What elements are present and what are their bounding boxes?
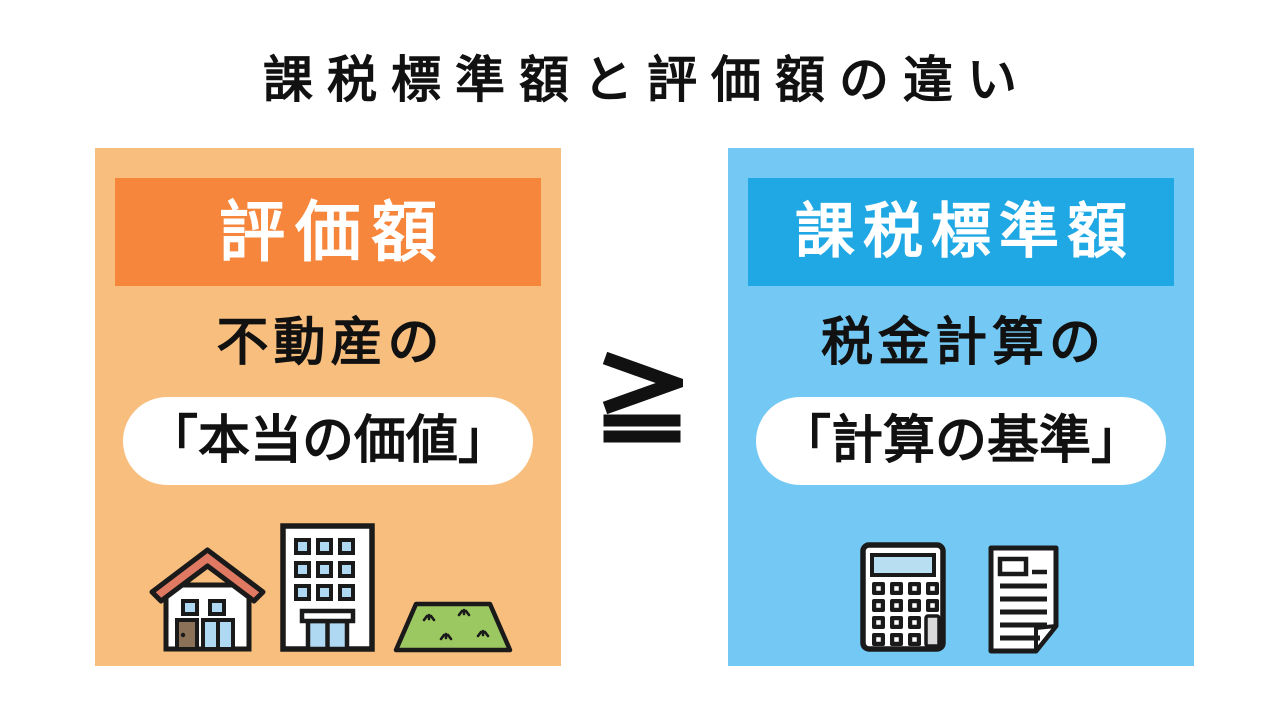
- building-icon: [280, 523, 375, 652]
- assessed-value-subtitle: 不動産の: [216, 314, 445, 372]
- document-icon: [988, 545, 1059, 654]
- taxable-base-subtitle: 税金計算の: [820, 314, 1106, 372]
- assessed-value-header: 評価額: [115, 178, 541, 286]
- house-icon: [149, 547, 266, 652]
- land-icon: [393, 601, 513, 653]
- taxable-base-panel: 課税標準額 税金計算の 「計算の基準」: [728, 148, 1194, 666]
- taxable-base-header: 課税標準額: [748, 178, 1174, 286]
- calculator-icon: [860, 542, 946, 652]
- taxable-base-header-label: 課税標準額: [795, 198, 1135, 265]
- greater-than-or-equal-icon: [601, 350, 683, 444]
- true-value-pill: 「本当の価値」: [123, 397, 533, 485]
- true-value-pill-label: 「本当の価値」: [145, 412, 510, 470]
- assessed-value-header-label: 評価額: [219, 195, 447, 269]
- page-title: 課税標準額と評価額の違い: [263, 52, 1031, 108]
- assessed-value-panel: 評価額 不動産の 「本当の価値」: [95, 148, 561, 666]
- calculation-basis-pill-label: 「計算の基準」: [778, 412, 1143, 470]
- calculation-basis-pill: 「計算の基準」: [756, 397, 1166, 485]
